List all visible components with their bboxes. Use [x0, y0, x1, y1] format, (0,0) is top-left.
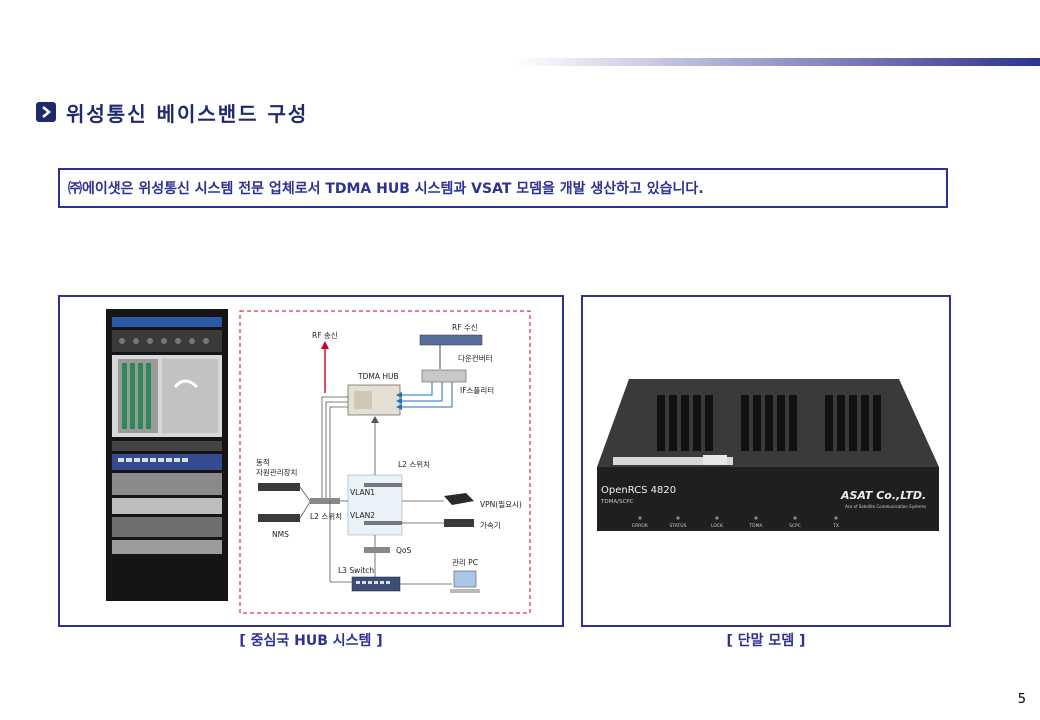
- resource-manager-device: [258, 483, 300, 491]
- terminal-modem-caption: [ 단말 모뎀 ]: [726, 633, 806, 649]
- modem-image: OpenRCS 4820 TDMA/SCPC ASAT Co.,LTD. Ace…: [597, 379, 939, 531]
- qos-label: QoS: [396, 546, 411, 555]
- l2-switch-top-label: L2 스위치: [398, 460, 430, 469]
- if-splitter-label: IF스플리터: [460, 386, 494, 395]
- led-label-status: STATUS: [670, 523, 687, 529]
- qos-device: [364, 547, 390, 553]
- modem-submodel-label: TDMA/SCPC: [600, 499, 634, 505]
- accelerator-label: 가속기: [480, 521, 501, 530]
- hub-system-caption: [ 중심국 HUB 시스템 ]: [239, 633, 383, 649]
- downconverter-device: [419, 334, 483, 346]
- equipment-rack-image: [106, 309, 228, 601]
- mgmt-pc-label: 관리 PC: [452, 557, 478, 567]
- hub-system-figure: RF 송신 RF 수신 다운컨버터 IF스플리터 TDMA HUB: [106, 309, 531, 614]
- downconverter-label: 다운컨버터: [458, 353, 493, 363]
- diagram-dashed-frame: [239, 310, 531, 614]
- rf-rx-label: RF 수신: [452, 323, 478, 332]
- nms-device: [258, 514, 300, 522]
- led-label-error: ERROR: [632, 523, 648, 529]
- l2-switch-left-label: L2 스위치: [310, 512, 342, 521]
- rf-tx-label: RF 송신: [312, 331, 338, 340]
- hub-system-panel: RF 송신 RF 수신 다운컨버터 IF스플리터 TDMA HUB: [58, 295, 564, 627]
- led-label-tdma: TDMA: [748, 523, 763, 529]
- page-title: 위성통신 베이스밴드 구성: [66, 101, 309, 126]
- tdma-hub-label: TDMA HUB: [357, 372, 399, 381]
- modem-brand-label: ASAT Co.,LTD.: [840, 489, 926, 502]
- header-gradient-bar: [516, 58, 1040, 66]
- l3-switch-label: L3 Switch: [338, 566, 374, 575]
- page-number: 5: [1017, 692, 1026, 707]
- if-splitter-device: [421, 369, 467, 383]
- nms-label: NMS: [272, 530, 289, 539]
- resource-manager-label-1: 동적: [256, 457, 270, 467]
- intro-text: ㈜에이샛은 위성통신 시스템 전문 업체로서 TDMA HUB 시스템과 VSA…: [68, 181, 704, 197]
- vlan2-label: VLAN2: [350, 511, 375, 520]
- l2-switch-left-device: [310, 498, 340, 504]
- led-label-scpc: SCPC: [789, 523, 801, 529]
- vpn-device: [444, 493, 474, 505]
- accelerator-device: [444, 519, 474, 527]
- vlan1-label: VLAN1: [350, 488, 375, 497]
- mgmt-pc-device: [453, 570, 477, 588]
- modem-model-label: OpenRCS 4820: [601, 485, 676, 496]
- led-label-tx: TX: [832, 523, 839, 529]
- terminal-modem-panel: OpenRCS 4820 TDMA/SCPC ASAT Co.,LTD. Ace…: [581, 295, 951, 627]
- led-label-lock: LOCK: [711, 523, 724, 529]
- modem-brand-tagline: Ace of Satellite Communication Systems: [845, 504, 926, 509]
- section-heading: 위성통신 베이스밴드 구성: [36, 98, 308, 126]
- chevron-right-icon: [36, 102, 56, 122]
- vpn-label: VPN(필요시): [480, 499, 522, 509]
- intro-box: ㈜에이샛은 위성통신 시스템 전문 업체로서 TDMA HUB 시스템과 VSA…: [58, 168, 948, 208]
- resource-manager-label-2: 자원관리장치: [256, 467, 297, 477]
